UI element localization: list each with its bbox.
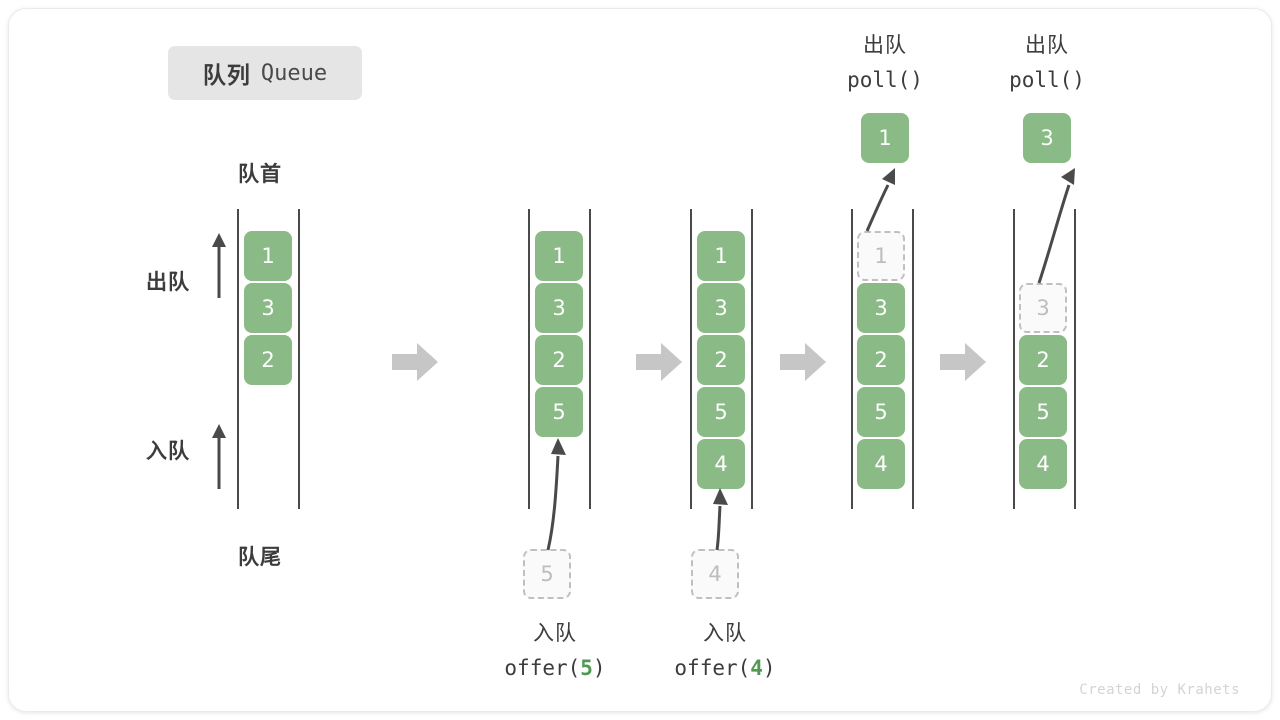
queue-element: 5 bbox=[697, 387, 745, 437]
queue-element: 3 bbox=[535, 283, 583, 333]
panel-3-rail-right bbox=[751, 209, 753, 509]
caption-cn: 出队 bbox=[1025, 34, 1069, 57]
title-en: Queue bbox=[260, 60, 328, 86]
caption-cn: 入队 bbox=[533, 622, 577, 645]
caption-offer-4: 入队 offer(4) bbox=[640, 616, 810, 686]
caption-cn: 入队 bbox=[703, 622, 747, 645]
incoming-element-ghost: 4 bbox=[691, 549, 739, 599]
caption-offer-5: 入队 offer(5) bbox=[470, 616, 640, 686]
panel-1-rail-left bbox=[237, 209, 239, 509]
panel-5-rail-left bbox=[1013, 209, 1015, 509]
panel-4-rail-right bbox=[912, 209, 914, 509]
queue-element: 5 bbox=[857, 387, 905, 437]
caption-cn: 出队 bbox=[863, 34, 907, 57]
panel-3-rail-left bbox=[690, 209, 692, 509]
enqueue-curve-arrow-icon bbox=[546, 438, 566, 551]
panel-4-rail-left bbox=[851, 209, 853, 509]
queue-element: 1 bbox=[697, 231, 745, 281]
queue-element: 2 bbox=[535, 335, 583, 385]
queue-element: 3 bbox=[697, 283, 745, 333]
label-enqueue-side: 入队 bbox=[146, 440, 190, 463]
caption-code: poll() bbox=[847, 68, 923, 92]
dequeue-curve-arrow-icon bbox=[865, 168, 895, 232]
caption-code: offer(5) bbox=[504, 656, 606, 680]
queue-element: 2 bbox=[244, 335, 292, 385]
dequeue-curve-arrow-icon bbox=[1037, 168, 1075, 284]
queue-element: 2 bbox=[697, 335, 745, 385]
queue-element: 4 bbox=[697, 439, 745, 489]
dequeued-element-ghost: 3 bbox=[1019, 283, 1067, 333]
enqueue-curve-arrow-icon bbox=[713, 488, 728, 551]
incoming-element-ghost: 5 bbox=[523, 549, 571, 599]
label-dequeue-side: 出队 bbox=[146, 271, 190, 294]
panel-5-rail-right bbox=[1074, 209, 1076, 509]
enqueue-up-arrow-icon bbox=[212, 424, 226, 489]
queue-element: 5 bbox=[535, 387, 583, 437]
queue-element: 1 bbox=[535, 231, 583, 281]
caption-poll-1: 出队 poll() bbox=[800, 28, 970, 98]
popped-element: 3 bbox=[1023, 113, 1071, 163]
popped-element: 1 bbox=[861, 113, 909, 163]
step-arrow-icon bbox=[940, 343, 986, 381]
step-arrow-icon bbox=[636, 343, 682, 381]
caption-poll-3: 出队 poll() bbox=[962, 28, 1132, 98]
label-queue-tail: 队尾 bbox=[238, 546, 282, 569]
queue-element: 4 bbox=[1019, 439, 1067, 489]
queue-element: 3 bbox=[857, 283, 905, 333]
dequeued-element-ghost: 1 bbox=[857, 231, 905, 281]
dequeue-up-arrow-icon bbox=[212, 233, 226, 298]
step-arrow-icon bbox=[392, 343, 438, 381]
title-cn: 队列 bbox=[202, 62, 251, 88]
title-badge: 队列 Queue bbox=[168, 46, 362, 100]
queue-element: 1 bbox=[244, 231, 292, 281]
queue-element: 3 bbox=[244, 283, 292, 333]
panel-1-rail-right bbox=[298, 209, 300, 509]
panel-2-rail-right bbox=[589, 209, 591, 509]
caption-code: offer(4) bbox=[674, 656, 776, 680]
queue-element: 4 bbox=[857, 439, 905, 489]
queue-element: 2 bbox=[857, 335, 905, 385]
label-queue-head: 队首 bbox=[238, 163, 282, 186]
step-arrow-icon bbox=[780, 343, 826, 381]
queue-element: 2 bbox=[1019, 335, 1067, 385]
queue-element: 5 bbox=[1019, 387, 1067, 437]
watermark: Created by Krahets bbox=[1079, 682, 1240, 698]
caption-code: poll() bbox=[1009, 68, 1085, 92]
panel-2-rail-left bbox=[528, 209, 530, 509]
